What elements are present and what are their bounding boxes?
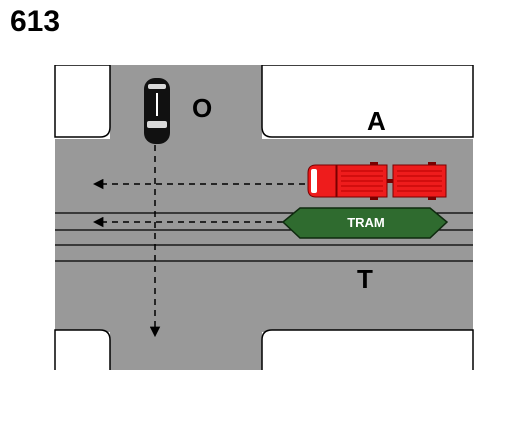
car-top-view-icon: [144, 78, 170, 144]
curb-bottom-right: [261, 329, 474, 376]
curb-top-right: [261, 64, 474, 138]
edge-mask-bottom: [50, 370, 480, 380]
vertical-road: [110, 65, 262, 370]
tram-icon: TRAM: [281, 207, 449, 239]
tram-body: [281, 207, 449, 239]
tram-body-label: TRAM: [347, 215, 385, 230]
truck-windshield: [311, 169, 317, 193]
car-rear-window: [148, 84, 166, 89]
question-number: 613: [10, 5, 60, 38]
car-windshield: [147, 121, 167, 128]
tram-label: T: [357, 264, 373, 294]
car-label: O: [192, 93, 212, 123]
curb-top-left: [54, 64, 111, 138]
truck-with-trailer-icon: [307, 162, 447, 200]
trailer-stripes: [397, 170, 442, 192]
curbs: [54, 64, 474, 376]
truck-label: A: [367, 106, 386, 136]
movement-paths: [92, 145, 305, 338]
truck-wheels: [370, 162, 436, 200]
truck-cargo-stripes: [341, 170, 383, 192]
edge-mask-top: [50, 60, 480, 65]
curb-bottom-left: [54, 329, 111, 376]
truck-hitch: [387, 179, 393, 183]
